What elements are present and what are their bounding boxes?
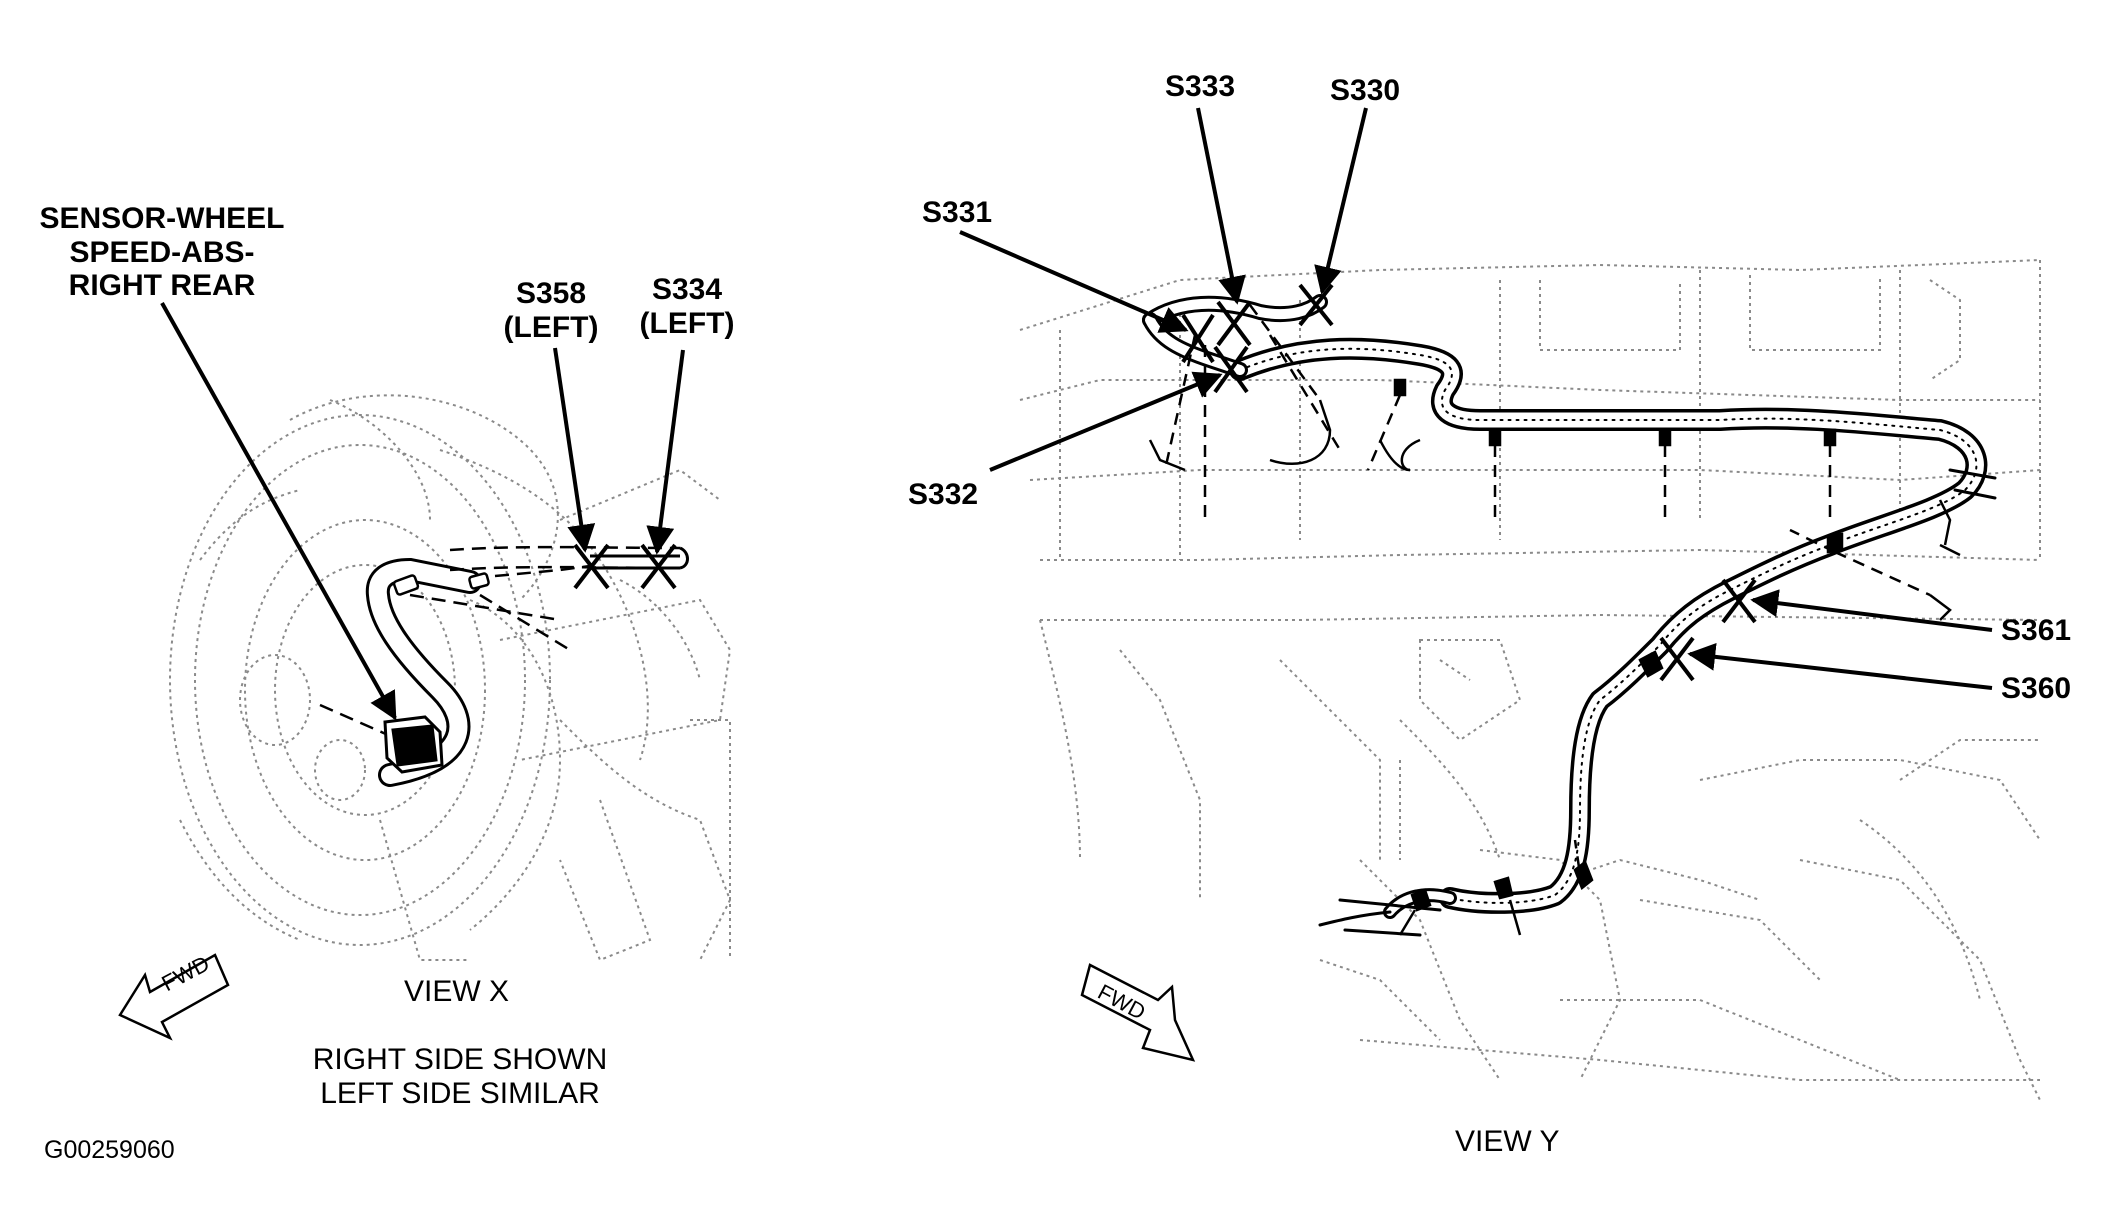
view-y-caption: VIEW Y xyxy=(1455,1125,1560,1158)
splice-s333-label: S333 xyxy=(1165,70,1236,103)
view-x-note-line-2: LEFT SIDE SIMILAR xyxy=(320,1076,600,1110)
abs-sensor-connector xyxy=(383,715,444,774)
view-y-leaders xyxy=(959,107,1993,690)
view-y-clips xyxy=(1148,304,1961,936)
view-y-background xyxy=(1019,259,2041,1101)
splice-s331-label: S331 xyxy=(922,196,993,229)
fwd-arrow-view-y xyxy=(1080,963,1196,1062)
s358-side: (LEFT) xyxy=(503,310,599,344)
s334-id: S334 xyxy=(651,273,723,306)
splice-s334-label: S334 (LEFT) xyxy=(640,273,735,340)
splice-s360-label: S360 xyxy=(2001,672,2072,705)
splice-s361-label: S361 xyxy=(2001,614,2072,647)
splice-s332-label: S332 xyxy=(908,478,979,511)
splice-s358-label: S358 (LEFT) xyxy=(504,277,599,344)
view-x-note-line-1: RIGHT SIDE SHOWN xyxy=(312,1043,608,1076)
s334-side: (LEFT) xyxy=(639,306,735,340)
view-x-caption: VIEW X xyxy=(404,975,510,1008)
view-x-harness xyxy=(319,545,689,787)
view-x-background xyxy=(169,394,732,962)
view-x-leaders xyxy=(160,302,685,721)
view-x-clips xyxy=(392,572,490,596)
view-x-note: RIGHT SIDE SHOWN LEFT SIDE SIMILAR xyxy=(313,1043,607,1110)
fwd-arrow-view-x xyxy=(118,953,230,1041)
sensor-label-line-2: SPEED-ABS- xyxy=(69,235,255,269)
figure-id: G00259060 xyxy=(44,1136,175,1164)
splice-s330-label: S330 xyxy=(1330,74,1401,107)
s358-id: S358 xyxy=(515,277,587,310)
sensor-label-line-3: RIGHT REAR xyxy=(68,269,256,303)
sensor-label-line-1: SENSOR-WHEEL xyxy=(39,202,285,235)
sensor-wheel-speed-label: SENSOR-WHEEL SPEED-ABS- RIGHT REAR xyxy=(39,202,284,303)
